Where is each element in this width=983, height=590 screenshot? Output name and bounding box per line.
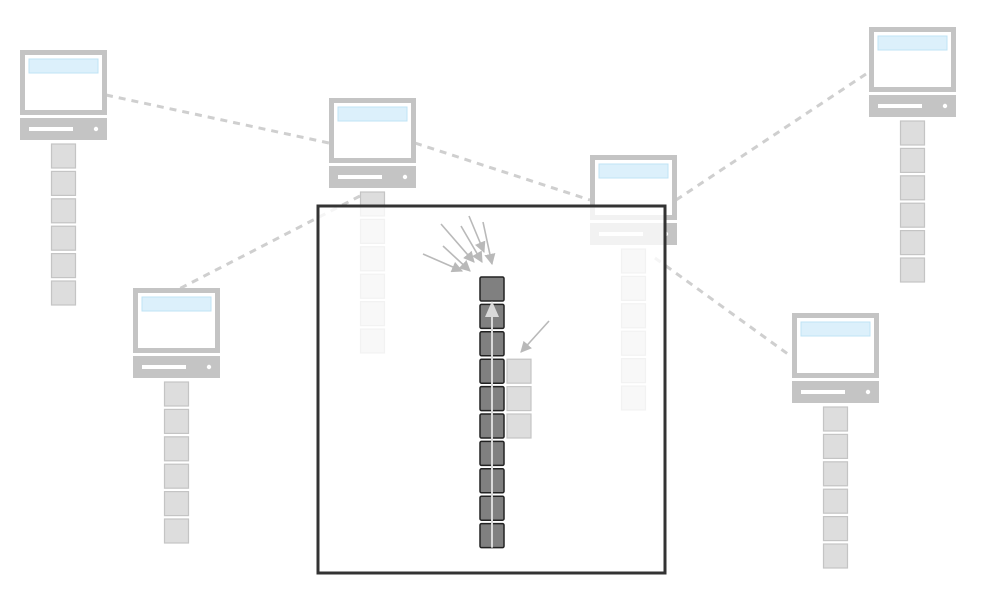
node-1-block-6 xyxy=(50,280,77,306)
fork-block-1 xyxy=(506,358,532,384)
node-4-block-3 xyxy=(163,436,190,462)
node-6-block-4 xyxy=(822,488,849,514)
power-led xyxy=(206,364,212,370)
node-1-block-5 xyxy=(50,253,77,279)
drive-slot xyxy=(142,365,186,369)
incoming-block-arrow-3 xyxy=(440,223,475,263)
node-1-block-4 xyxy=(50,225,77,251)
node-6-block-5 xyxy=(822,516,849,542)
network-nodes xyxy=(20,27,956,569)
drive-slot xyxy=(338,175,382,179)
node-6-block-1 xyxy=(822,406,849,432)
incoming-block-arrow-1 xyxy=(422,253,464,273)
node-6-block-6 xyxy=(822,543,849,569)
fork-block-2 xyxy=(506,386,532,412)
node-4-block-6 xyxy=(163,518,190,544)
link-node-1-node-2 xyxy=(105,93,330,145)
drive-slot xyxy=(878,104,922,108)
chain-growth-arrow-head xyxy=(485,301,499,317)
node-1-desktop-computer-icon xyxy=(20,50,107,306)
window-titlebar xyxy=(598,163,669,179)
node-5-block-6 xyxy=(899,257,926,283)
node-6-desktop-computer-icon xyxy=(792,313,879,569)
incoming-block-arrow-5 xyxy=(468,215,486,254)
window-titlebar xyxy=(337,106,408,122)
zoom-panel xyxy=(316,204,667,575)
zoom-panel-border xyxy=(316,204,667,575)
fork-block-3 xyxy=(506,413,532,439)
node-5-desktop-computer-icon xyxy=(869,27,956,283)
node-6-block-3 xyxy=(822,461,849,487)
node-4-block-4 xyxy=(163,463,190,489)
node-5-block-2 xyxy=(899,147,926,174)
node-4-desktop-computer-icon xyxy=(133,288,220,544)
node-5-block-4 xyxy=(899,202,926,228)
node-5-block-5 xyxy=(899,230,926,256)
window-titlebar xyxy=(877,35,948,51)
drive-slot xyxy=(29,127,73,131)
main-chain-block-1 xyxy=(479,276,505,302)
window-titlebar xyxy=(141,296,212,312)
window-titlebar xyxy=(28,58,99,74)
link-node-3-node-6 xyxy=(654,256,793,359)
node-1-block-3 xyxy=(50,198,77,224)
node-1-block-1 xyxy=(50,143,77,169)
incoming-block-arrow-2 xyxy=(442,245,471,272)
node-5-block-1 xyxy=(899,120,926,146)
power-led xyxy=(865,389,871,395)
window-titlebar xyxy=(800,321,871,337)
node-5-block-3 xyxy=(899,175,926,201)
link-node-2-node-3 xyxy=(414,141,591,202)
link-node-2-node-4 xyxy=(176,194,361,292)
link-node-3-node-5 xyxy=(675,70,870,202)
node-1-block-2 xyxy=(50,170,77,197)
power-led xyxy=(402,174,408,180)
network-links xyxy=(105,70,870,359)
incoming-block-arrow-6 xyxy=(482,221,496,266)
fork-incoming-arrow-1 xyxy=(520,320,550,353)
power-led xyxy=(942,103,948,109)
incoming-block-arrow-4 xyxy=(460,225,483,263)
power-led xyxy=(93,126,99,132)
drive-slot xyxy=(801,390,845,394)
node-6-block-2 xyxy=(822,433,849,460)
node-4-block-1 xyxy=(163,381,190,407)
node-4-block-5 xyxy=(163,491,190,517)
node-4-block-2 xyxy=(163,408,190,435)
